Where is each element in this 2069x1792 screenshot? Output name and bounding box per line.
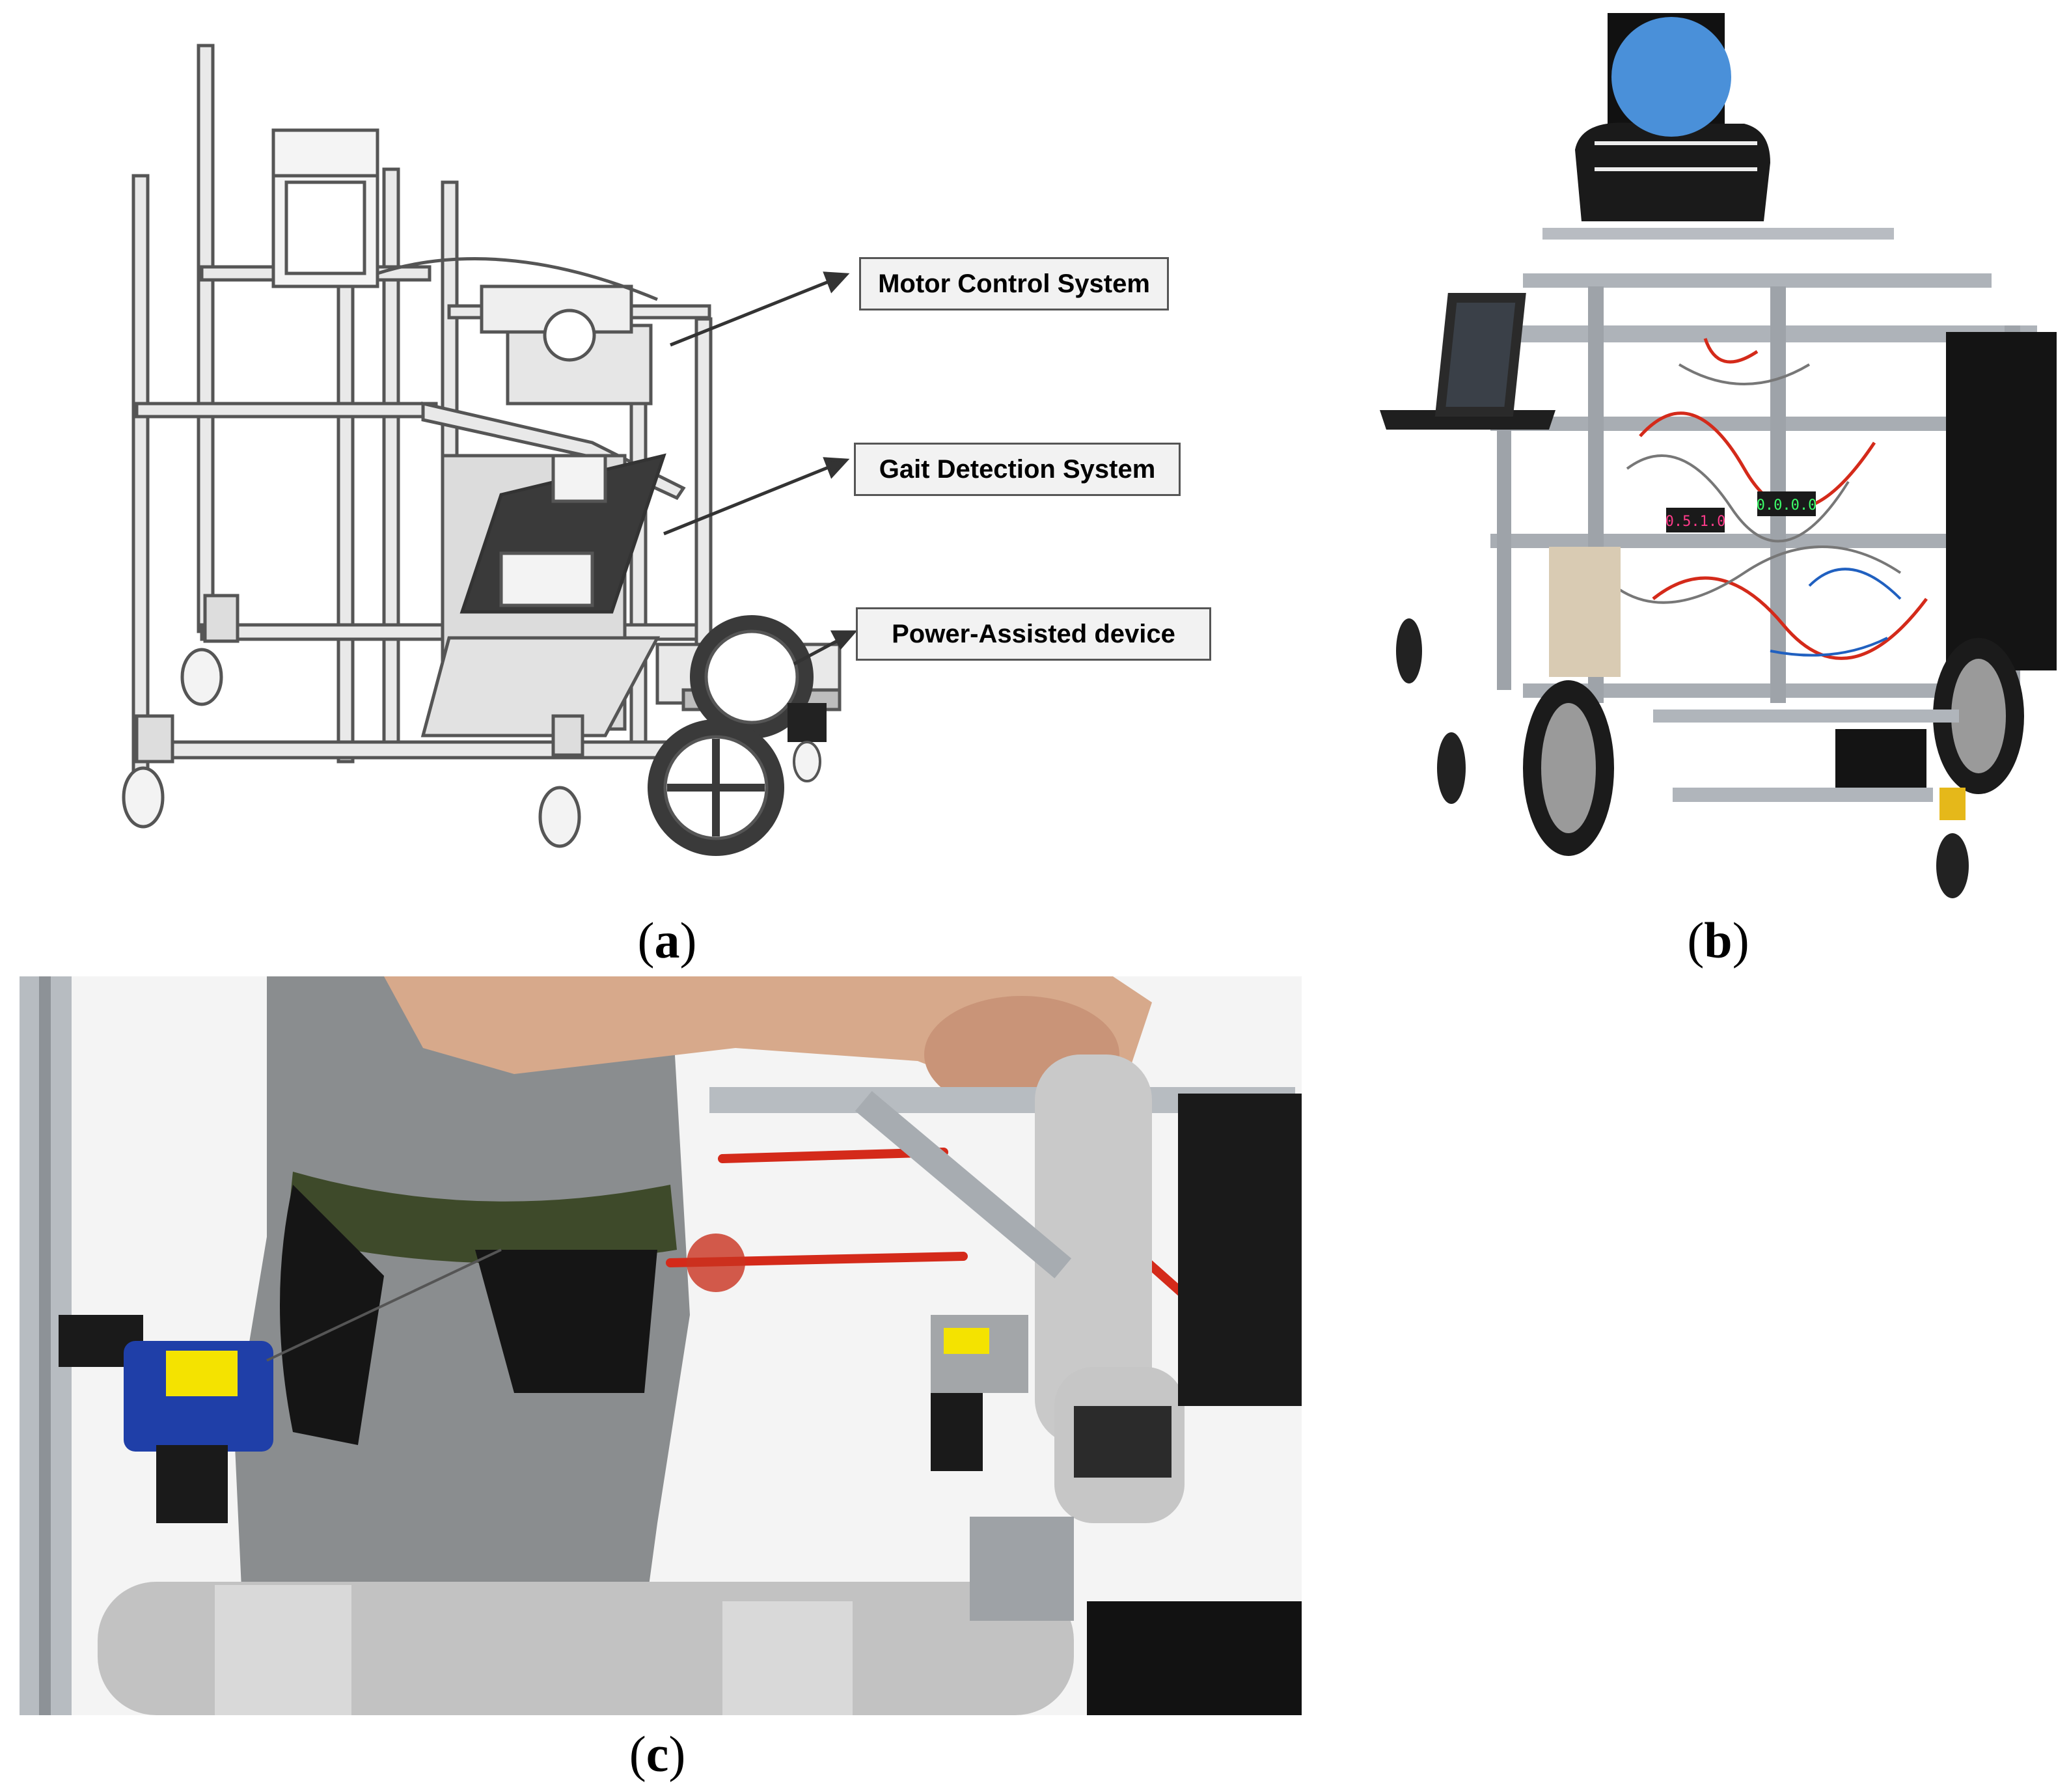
callout-motor-control-system: Motor Control System xyxy=(859,257,1169,310)
foam-handle xyxy=(1035,1055,1152,1445)
rear-post-left xyxy=(197,44,215,633)
caption-c: (c) xyxy=(629,1726,686,1782)
meter-display-right: 0.0.0.0 xyxy=(1757,497,1817,514)
caption-a: (a) xyxy=(637,912,697,969)
prototype-photo-illustration: 0.5.1.0 0.0.0.0 xyxy=(1380,13,2057,898)
assist-wheels xyxy=(648,615,827,856)
callout-power-assisted-device: Power-Assisted device xyxy=(856,607,1211,661)
prototype-wheels xyxy=(1396,618,2024,898)
callout-gait-detection-system: Gait Detection System xyxy=(854,443,1181,496)
caster-wheel xyxy=(180,648,223,706)
cad-walker-illustration xyxy=(122,44,858,856)
panel-b-prototype-photo: 0.5.1.0 0.0.0.0 xyxy=(1380,13,2069,905)
caption-b: (b) xyxy=(1687,912,1749,969)
face-mask-circle xyxy=(1611,17,1731,137)
closeup-photo-illustration xyxy=(20,976,1302,1715)
blue-motor xyxy=(59,1315,273,1523)
rear-post-right xyxy=(131,174,150,777)
meter-display-left: 0.5.1.0 xyxy=(1665,514,1726,530)
panel-a-cad-drawing: Motor Control System Gait Detection Syst… xyxy=(98,39,1217,892)
panel-c-closeup-photo xyxy=(20,976,1302,1715)
